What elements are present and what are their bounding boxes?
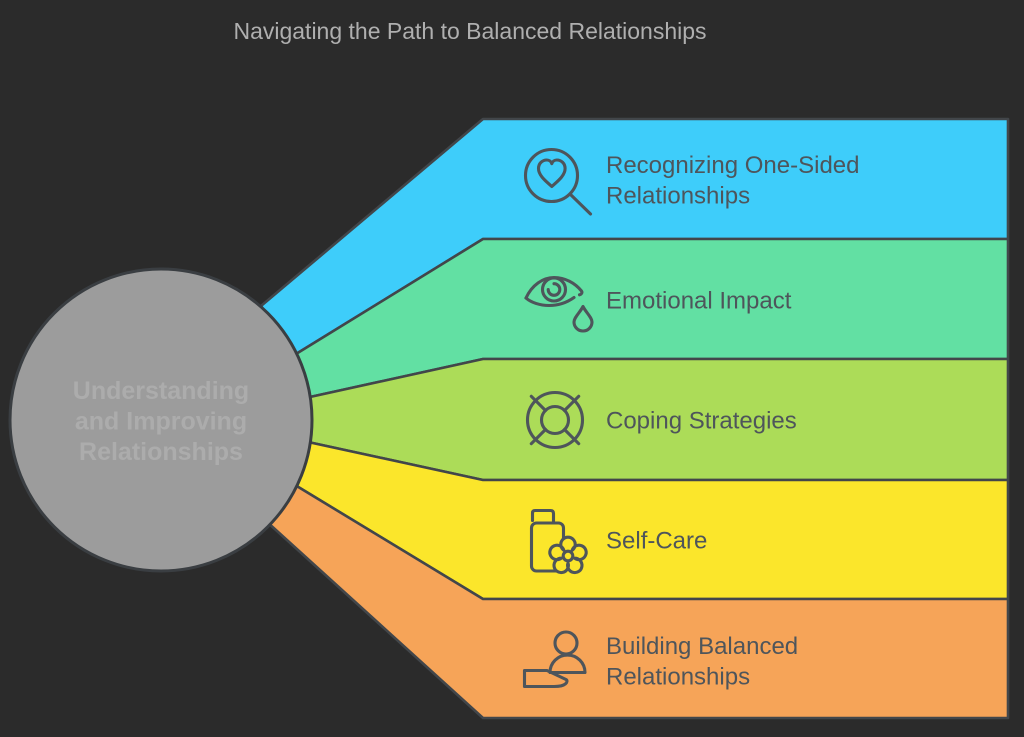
person-hand-icon bbox=[522, 630, 587, 689]
band-recognizing-one-sided-relationships: Recognizing One-Sided Relationships bbox=[259, 117, 1010, 356]
eye-tear-icon bbox=[524, 275, 594, 333]
center-circle bbox=[8, 267, 314, 573]
band-coping-strategies: Coping Strategies bbox=[306, 357, 1010, 482]
diagram-title: Navigating the Path to Balanced Relation… bbox=[233, 18, 706, 44]
center-label-line: and Improving bbox=[75, 408, 247, 436]
center-label-line: Relationships bbox=[79, 438, 243, 466]
band-label-line: Self-Care bbox=[606, 528, 707, 555]
band-self-care: Self-Care bbox=[293, 440, 1010, 601]
band-label-line: Recognizing One-Sided bbox=[606, 152, 860, 179]
band-label-line: Coping Strategies bbox=[606, 408, 797, 435]
heart-magnifier-icon bbox=[523, 147, 593, 216]
band-label-line: Building Balanced bbox=[606, 633, 798, 660]
band-label-line: Relationships bbox=[606, 183, 750, 210]
lifebuoy-icon bbox=[525, 390, 585, 450]
band-label-line: Emotional Impact bbox=[606, 288, 792, 315]
band-building-balanced-relationships: Building Balanced Relationships bbox=[264, 483, 1010, 720]
soap-pump-flower-icon bbox=[529, 508, 588, 575]
center-node: Understanding and Improving Relationship… bbox=[8, 267, 314, 573]
center-label-line: Understanding bbox=[73, 377, 249, 405]
band-label-line: Relationships bbox=[606, 664, 750, 691]
